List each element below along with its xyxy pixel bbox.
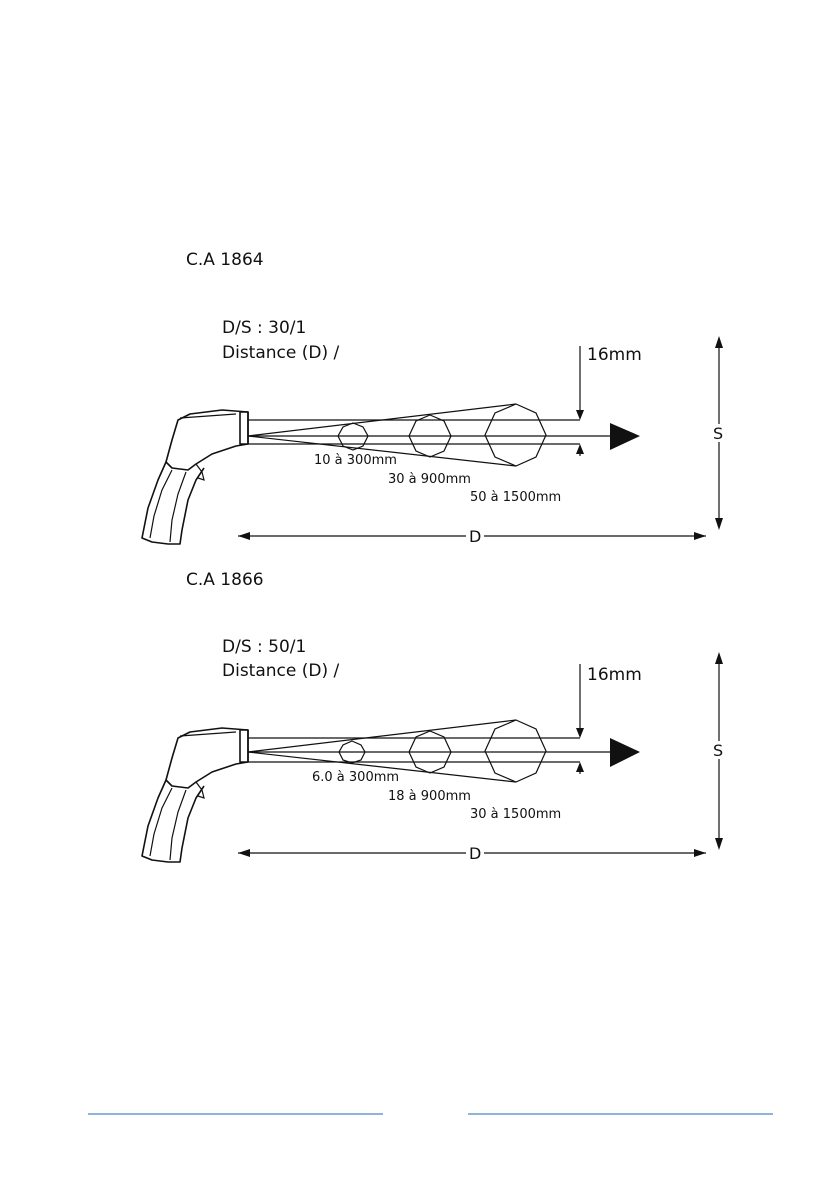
spot-label-3: 50 à 1500mm xyxy=(470,490,561,505)
spot-axis-arrow-top xyxy=(715,336,723,348)
cone-upper-edge xyxy=(248,720,516,752)
model-title: C.A 1866 xyxy=(186,570,264,590)
spot-circle-3 xyxy=(485,720,546,782)
spot-label-1: 6.0 à 300mm xyxy=(312,770,399,785)
dimension-arrow-upper xyxy=(576,728,584,738)
thermometer-icon xyxy=(142,728,248,862)
distance-label: Distance (D) / xyxy=(222,661,339,681)
spot-axis-arrow-bottom xyxy=(715,518,723,530)
beam-arrow-head xyxy=(610,423,640,450)
dimension-arrow-lower xyxy=(576,762,584,772)
dimension-label: 16mm xyxy=(587,345,642,365)
section-ca-1866: C.A 1866 D/S : 50/1 Distance (D) / 6.0 à… xyxy=(142,570,728,863)
beam-arrow-head xyxy=(610,738,640,767)
distance-axis-arrow-right xyxy=(694,849,706,857)
distance-axis-label: D xyxy=(469,527,481,546)
dimension-arrow-lower xyxy=(576,444,584,454)
distance-label: Distance (D) / xyxy=(222,343,339,363)
spot-circle-3 xyxy=(485,404,546,466)
spot-axis-arrow-top xyxy=(715,652,723,664)
spot-label-2: 18 à 900mm xyxy=(388,789,471,804)
dimension-arrow-upper xyxy=(576,410,584,420)
thermometer-icon xyxy=(142,410,248,544)
ratio-label: D/S : 30/1 xyxy=(222,318,306,338)
spot-label-2: 30 à 900mm xyxy=(388,472,471,487)
spot-axis-label: S xyxy=(713,741,723,760)
ratio-label: D/S : 50/1 xyxy=(222,637,306,657)
distance-axis-arrow-right xyxy=(694,532,706,540)
spot-label-3: 30 à 1500mm xyxy=(470,807,561,822)
spot-axis-arrow-bottom xyxy=(715,838,723,850)
dimension-label: 16mm xyxy=(587,665,642,685)
distance-axis-label: D xyxy=(469,844,481,863)
distance-axis-arrow-left xyxy=(238,532,250,540)
spot-axis-label: S xyxy=(713,424,723,443)
section-ca-1864: C.A 1864 D/S : 30/1 Distance (D) / 10 à … xyxy=(142,250,728,546)
spot-label-1: 10 à 300mm xyxy=(314,453,397,468)
model-title: C.A 1864 xyxy=(186,250,264,270)
distance-axis-arrow-left xyxy=(238,849,250,857)
